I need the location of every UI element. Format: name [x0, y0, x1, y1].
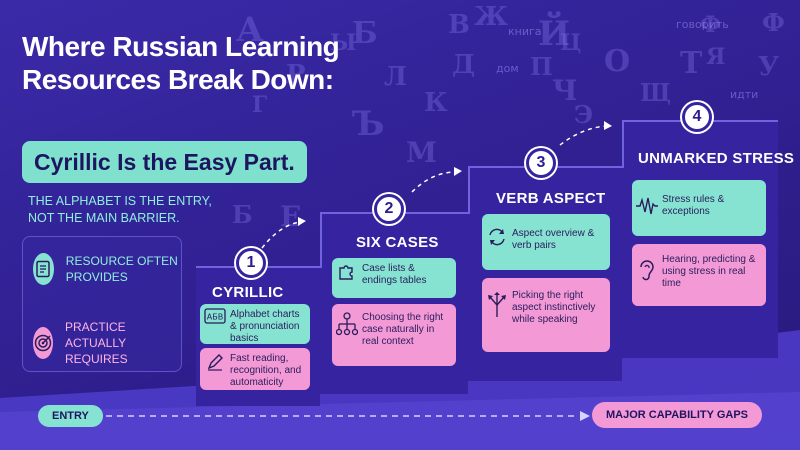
background-letter: Р — [286, 60, 306, 90]
step-4-provides-card: Stress rules & exceptions — [632, 180, 766, 236]
entry-pill: ENTRY — [38, 405, 103, 427]
step-4-title: UNMARKED STRESS — [638, 150, 795, 167]
background-letter: М — [406, 136, 437, 169]
connector-2-3-head — [454, 167, 462, 176]
background-letter: У — [758, 52, 780, 82]
step-4-provides-text: Stress rules & exceptions — [662, 194, 725, 217]
step-1-requires-text: Fast reading, recognition, and automatic… — [230, 353, 302, 388]
background-letter: П — [530, 52, 553, 81]
entry-arrow-head — [580, 411, 590, 421]
background-letter: Т — [680, 46, 703, 81]
legend-provides: RESOURCE OFTEN PROVIDES — [33, 253, 181, 285]
step-1-requires-card: Fast reading, recognition, and automatic… — [200, 348, 310, 390]
step-2-requires-card: Choosing the right case naturally in rea… — [332, 304, 456, 366]
step-2-requires-text: Choosing the right case naturally in rea… — [362, 312, 444, 347]
background-letter: Г — [252, 92, 268, 118]
background-letter: Ф — [700, 12, 721, 38]
step-3-edge — [468, 166, 470, 214]
step-3-requires-text: Picking the right aspect instinctively w… — [512, 290, 596, 325]
page-title: Where Russian Learning Resources Break D… — [22, 31, 340, 95]
connector-3-4-head — [604, 121, 612, 130]
step-4-edge — [622, 120, 624, 168]
background-letter: Б — [352, 16, 378, 51]
step-3-number: 3 — [526, 148, 556, 178]
abc-chart-icon: АБВ — [200, 304, 230, 324]
step-3-requires-card: Picking the right aspect instinctively w… — [482, 278, 610, 352]
background-letter: Э — [574, 100, 594, 129]
step-1-provides-text: Alphabet charts & pronunciation basics — [230, 309, 300, 344]
background-word: идти — [730, 88, 759, 101]
puzzle-icon — [332, 258, 362, 282]
background-letter: Ц — [560, 30, 582, 56]
background-letter: В — [448, 10, 470, 40]
legend-provides-label: RESOURCE OFTEN PROVIDES — [65, 254, 178, 284]
legend-requires-label: PRACTICE ACTUALLY REQUIRES — [65, 320, 128, 366]
background-letter: О — [604, 44, 631, 79]
background-letter: Л — [384, 62, 407, 92]
step-1-number: 1 — [236, 248, 266, 278]
connector-1-2-head — [298, 217, 306, 226]
step-4-block — [622, 120, 778, 358]
background-letter: Я — [706, 44, 726, 70]
step-2-title: SIX CASES — [356, 234, 439, 251]
background-letter: Ъ — [352, 104, 385, 144]
step-2-provides-text: Case lists & endings tables — [362, 263, 427, 286]
list-check-icon — [33, 253, 54, 285]
branch-arrows-icon — [482, 278, 512, 318]
subtitle: THE ALPHABET IS THE ENTRY, NOT THE MAIN … — [28, 194, 212, 225]
background-letter: Й — [538, 14, 571, 54]
step-3-title: VERB ASPECT — [496, 190, 606, 207]
legend-requires: PRACTICE ACTUALLY REQUIRES — [33, 319, 181, 367]
background-letter: А — [236, 10, 264, 50]
target-icon — [33, 327, 53, 359]
headline-highlight: Cyrillic Is the Easy Part. — [22, 141, 307, 183]
background-word: дом — [496, 62, 519, 75]
background-word: книга — [508, 25, 542, 38]
step-4-requires-text: Hearing, predicting & using stress in re… — [662, 254, 756, 289]
step-1-provides-card: АБВ Alphabet charts & pronunciation basi… — [200, 304, 310, 344]
background-word: говорить — [676, 18, 729, 31]
background-letter: Ы — [330, 30, 357, 56]
background-letter: Ж — [474, 2, 509, 32]
step-3-provides-text: Aspect overview & verb pairs — [512, 228, 595, 251]
step-1-title: CYRILLIC — [212, 284, 284, 301]
svg-text:АБВ: АБВ — [207, 313, 223, 322]
background-letter: Ч — [552, 74, 578, 107]
major-gaps-pill: MAJOR CAPABILITY GAPS — [592, 402, 762, 428]
decision-tree-icon — [332, 304, 362, 338]
ear-icon — [632, 244, 662, 282]
background-letter: Д — [452, 50, 476, 80]
cycle-arrows-icon — [482, 214, 512, 248]
background-letter: К — [424, 88, 448, 118]
legend-box: RESOURCE OFTEN PROVIDES PRACTICE ACTUALL… — [22, 236, 182, 372]
pencil-icon — [200, 348, 230, 372]
step-2-provides-card: Case lists & endings tables — [332, 258, 456, 298]
step-4-number: 4 — [682, 102, 712, 132]
step-3-provides-card: Aspect overview & verb pairs — [482, 214, 610, 270]
background-letter: Е — [280, 200, 302, 233]
background-letter: Б — [232, 200, 253, 229]
connector-2-3 — [411, 171, 457, 193]
connector-1-2 — [261, 221, 301, 249]
connector-3-4 — [559, 125, 607, 146]
background-letter: Ф — [762, 8, 785, 37]
step-2-edge — [320, 212, 322, 268]
waveform-icon — [632, 180, 662, 216]
background-letter: Щ — [640, 78, 672, 107]
step-4-requires-card: Hearing, predicting & using stress in re… — [632, 244, 766, 306]
step-2-number: 2 — [374, 194, 404, 224]
